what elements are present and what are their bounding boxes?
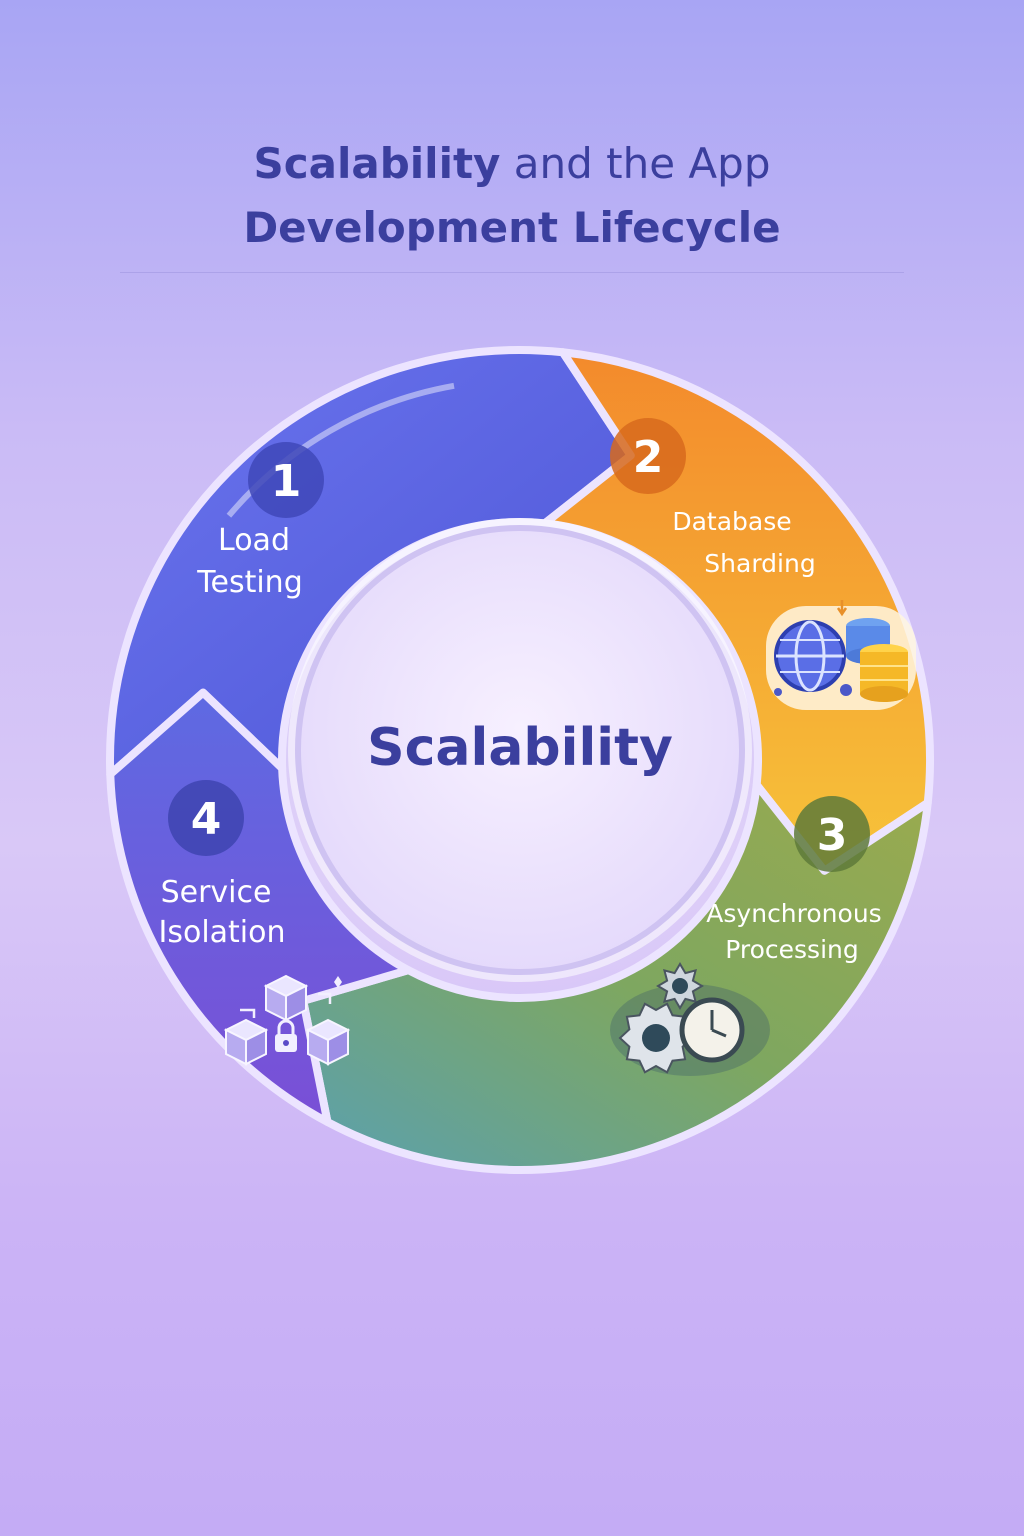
stage-4-label-line1: Service	[161, 875, 272, 910]
stage-database-sharding: 2 Database Sharding	[610, 418, 916, 710]
stage-3-number: 3	[817, 810, 848, 861]
stage-1-badge	[248, 442, 324, 518]
stage-asynchronous-processing: 3 Asynchronous Processing	[610, 796, 882, 1076]
title-emphasis: Scalability	[253, 139, 501, 188]
stage-load-testing: 1 Load Testing	[196, 442, 324, 600]
stage-2-label-line1: Database	[672, 507, 791, 536]
title-line1-rest: and the App	[500, 139, 771, 188]
page-title: Scalability and the App Development Life…	[0, 132, 1024, 260]
stage-1-label-line2: Testing	[196, 565, 302, 600]
stage-2-badge	[610, 418, 686, 494]
containers-lock-icon	[223, 974, 351, 1066]
stage-1-number: 1	[271, 456, 302, 507]
stage-3-label-line1: Asynchronous	[706, 899, 881, 928]
stage-2-label-line2: Sharding	[704, 549, 815, 578]
stage-3-label-line2: Processing	[725, 935, 859, 964]
center-circle	[295, 525, 745, 975]
stage-3-badge	[794, 796, 870, 872]
title-divider	[120, 272, 904, 273]
ring-segment-asynchronous-processing	[299, 780, 932, 1175]
stage-service-isolation: 4 Service Isolation	[158, 780, 351, 1066]
stage-2-number: 2	[633, 432, 664, 483]
stage-1-label-line1: Load	[218, 523, 290, 558]
stage-4-number: 4	[191, 794, 222, 845]
title-line2: Development Lifecycle	[243, 203, 781, 252]
stage-4-badge	[168, 780, 244, 856]
center-label: Scalability	[367, 718, 673, 778]
gears-clock-icon	[610, 962, 770, 1076]
database-globe-icon	[766, 600, 916, 710]
ring-segment-load-testing	[106, 346, 635, 779]
stage-4-label-line2: Isolation	[158, 915, 285, 950]
